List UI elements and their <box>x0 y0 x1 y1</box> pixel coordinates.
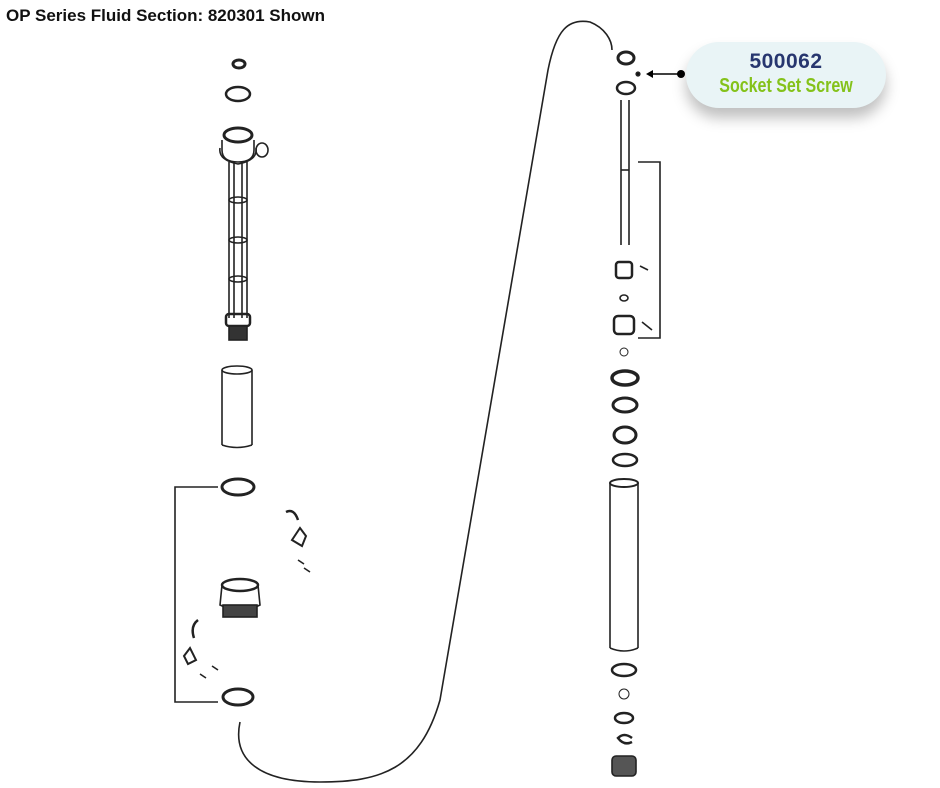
right-assembly <box>609 50 661 777</box>
outlet-manifold <box>219 126 269 341</box>
connection-curve <box>237 20 613 783</box>
page-title: OP Series Fluid Section: 820301 Shown <box>6 6 326 25</box>
gland-ring-top <box>220 477 256 497</box>
foot-valve-housing <box>219 577 261 618</box>
displacement-rod <box>620 100 630 245</box>
callout-part-number: 500062 <box>749 50 823 73</box>
sleeve-tube <box>221 365 253 449</box>
bracket-right <box>638 161 661 339</box>
o-ring <box>224 85 252 103</box>
set-screw <box>635 71 641 77</box>
cylinder <box>609 478 639 652</box>
bracket-left <box>174 486 218 703</box>
gland-ring-bottom <box>221 687 255 707</box>
part-callout: 500062 Socket Set Screw <box>686 42 886 108</box>
callout-description: Socket Set Screw <box>719 75 853 97</box>
left-assembly <box>174 58 311 707</box>
